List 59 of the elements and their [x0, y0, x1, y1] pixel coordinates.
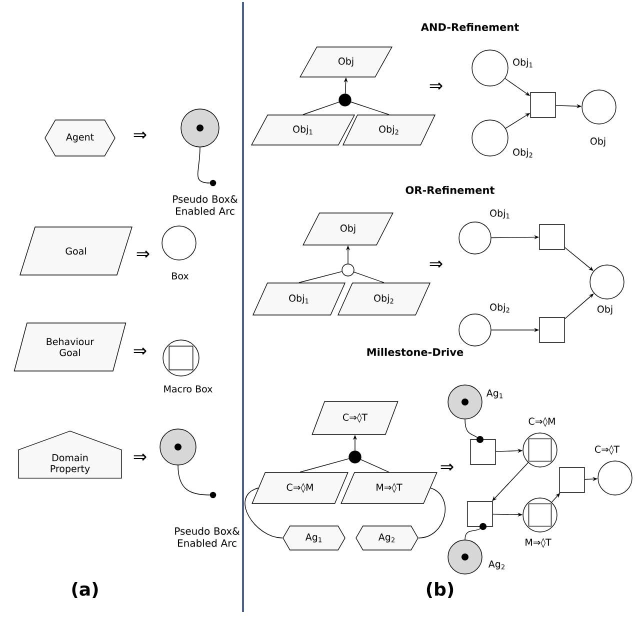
implies-symbol: ⇒: [440, 464, 454, 471]
section-title: AND-Refinement: [420, 22, 519, 32]
node-caption: C⇒◊T: [595, 445, 620, 455]
parallelogram: Obj: [302, 212, 394, 246]
panel-label: (a): [72, 582, 98, 598]
section-title: Millestone-Drive: [367, 348, 464, 356]
junction-circle: [342, 264, 354, 276]
hexagon: Ag$_{2}$: [356, 526, 418, 550]
implies-symbol: ⇒: [134, 348, 146, 355]
implies-symbol: ⇒: [134, 132, 146, 139]
connector-line: [178, 465, 210, 496]
parallelogram: Obj: [300, 46, 392, 78]
implies-symbol: ⇒: [136, 250, 150, 258]
node-caption: Ag$_{1}$: [486, 390, 503, 398]
section-title: OR-Refinement: [406, 186, 494, 194]
parallelogram: C⇒◊T: [312, 401, 398, 435]
connector-line: [418, 488, 446, 538]
implies-symbol: ⇒: [134, 454, 146, 461]
pseudo-box-circle: [160, 428, 196, 466]
node-caption: Pseudo Box& Enabled Arc: [173, 195, 238, 215]
hexagon: Ag$_{1}$: [282, 526, 346, 550]
node-caption: Pseudo Box& Enabled Arc: [175, 527, 240, 547]
transition-square: [539, 224, 565, 250]
parallelogram: Goal: [20, 226, 132, 276]
connector-line: [244, 488, 283, 538]
pseudo-box-circle: [180, 108, 220, 148]
parallelogram: C⇒◊M: [252, 472, 348, 504]
implies-symbol: ⇒: [430, 82, 442, 90]
node-caption: C⇒◊M: [528, 417, 555, 427]
connector-line: [464, 528, 481, 540]
node-caption: Obj: [597, 305, 612, 315]
parallelogram: Behaviour Goal: [14, 322, 126, 372]
transition-square: [470, 439, 496, 465]
connector-line: [354, 272, 384, 283]
node-caption: Obj: [590, 137, 606, 147]
node-caption: Box: [172, 272, 189, 280]
implies-symbol: ⇒: [430, 260, 442, 268]
junction-dot: [348, 450, 362, 464]
node-caption: Macro Box: [164, 385, 212, 393]
transition-square: [559, 467, 585, 493]
connector-line: [298, 271, 342, 283]
node-caption: Obj$_{2}$: [490, 303, 510, 313]
connector-line: [300, 458, 350, 472]
connector-line: [464, 419, 478, 438]
node-caption: Obj$_{1}$: [490, 209, 510, 219]
connector-line: [350, 102, 390, 115]
hexagon: Agent: [44, 120, 116, 156]
parallelogram: M⇒◊T: [340, 472, 438, 504]
connector-line: [302, 102, 340, 115]
node-caption: Obj$_{1}$: [513, 58, 532, 68]
connector-line: [360, 459, 390, 472]
node-caption: M⇒◊T: [526, 538, 552, 548]
node-caption: Obj$_{2}$: [513, 148, 532, 158]
transition-square: [530, 92, 556, 118]
panel-label: (b): [426, 582, 454, 598]
transition-square: [539, 317, 565, 343]
node-caption: Ag$_{2}$: [488, 560, 504, 570]
transition-square: [467, 501, 493, 527]
junction-dot: [338, 94, 352, 106]
